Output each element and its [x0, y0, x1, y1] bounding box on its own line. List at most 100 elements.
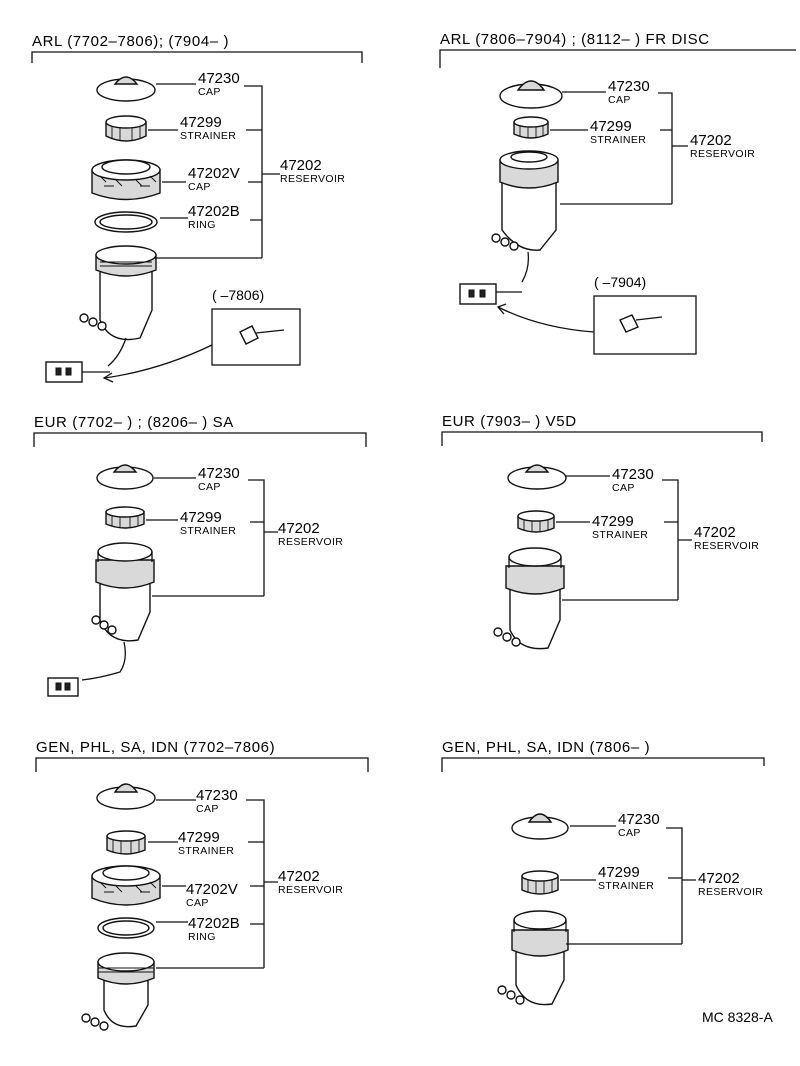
assembly-47202-number: 47202	[698, 870, 740, 887]
assembly-47202-number: 47202	[280, 157, 322, 174]
inset-frame	[211, 308, 301, 366]
ring-47202b-part	[94, 211, 158, 233]
cap-47230-part	[507, 464, 567, 490]
callout-47299-name: STRAINER	[592, 529, 648, 541]
panel-eur-sa: EUR (7702– ) ; (8206– ) SA 47230 CAP	[33, 414, 367, 697]
callout-47299-number: 47299	[592, 513, 634, 530]
assembly-bracket	[560, 92, 688, 205]
callout-47299-name: STRAINER	[180, 525, 236, 537]
panel-bracket	[31, 51, 363, 63]
panel-bracket	[439, 49, 796, 68]
assembly-47202-number: 47202	[278, 868, 320, 885]
assembly-47202-name: RESERVOIR	[278, 884, 343, 896]
callout-leaders	[560, 825, 616, 881]
callout-47230-number: 47230	[196, 787, 238, 804]
panel-arl-early: ARL (7702–7806); (7904– )	[31, 33, 363, 383]
assembly-47202-name: RESERVOIR	[694, 540, 759, 552]
panel-bracket	[35, 757, 369, 772]
cap-47202v-part	[91, 865, 161, 906]
assembly-bracket	[154, 85, 280, 259]
assembly-bracket	[152, 479, 278, 597]
reservoir-body-part	[459, 150, 559, 305]
callout-leaders	[148, 799, 196, 923]
inset-label: ( –7904)	[594, 274, 646, 290]
assembly-bracket	[156, 799, 278, 969]
strainer-47299-part	[106, 830, 146, 855]
callout-47230-name: CAP	[608, 94, 631, 106]
panel-title: ARL (7806–7904) ; (8112– ) FR DISC	[440, 31, 710, 48]
callout-47230-number: 47230	[198, 70, 240, 87]
ring-47202b-part	[97, 917, 155, 939]
inset-switch-detail: ( –7806)	[102, 287, 301, 383]
callout-47202v-name: CAP	[188, 181, 211, 193]
assembly-47202-name: RESERVOIR	[690, 148, 755, 160]
callout-47230-number: 47230	[618, 811, 660, 828]
callout-47202b-name: RING	[188, 219, 216, 231]
assembly-47202-number: 47202	[278, 520, 320, 537]
callout-47299-number: 47299	[598, 864, 640, 881]
callout-47230-name: CAP	[198, 481, 221, 493]
callout-leaders	[146, 477, 196, 521]
assembly-47202-name: RESERVOIR	[698, 886, 763, 898]
callout-47299-name: STRAINER	[590, 134, 646, 146]
strainer-47299-part	[105, 506, 145, 529]
reservoir-body-part	[47, 542, 155, 697]
reservoir-body-part	[493, 547, 565, 650]
panel-title: ARL (7702–7806); (7904– )	[32, 33, 229, 50]
cap-47230-part	[499, 80, 563, 109]
callout-47230-name: CAP	[618, 827, 641, 839]
callout-47230-number: 47230	[612, 466, 654, 483]
callout-47299-number: 47299	[180, 114, 222, 131]
reservoir-body-part	[45, 245, 157, 383]
inset-frame	[593, 295, 697, 355]
panel-bracket	[441, 431, 763, 446]
callout-47230-name: CAP	[198, 86, 221, 98]
strainer-47299-part	[513, 116, 549, 139]
reservoir-body-part	[81, 952, 155, 1031]
assembly-bracket	[562, 479, 692, 601]
assembly-47202-number: 47202	[690, 132, 732, 149]
figure-code: MC 8328-A	[702, 1009, 773, 1025]
callout-47230-name: CAP	[612, 482, 635, 494]
callout-leaders	[550, 91, 606, 131]
panel-bracket	[33, 432, 367, 447]
inset-leader	[104, 344, 213, 379]
strainer-47299-part	[521, 870, 559, 895]
inset-switch-detail: ( –7904)	[496, 274, 697, 355]
assembly-47202-name: RESERVOIR	[280, 173, 345, 185]
callout-47299-number: 47299	[590, 118, 632, 135]
panel-bracket	[441, 757, 765, 772]
callout-47299-number: 47299	[180, 509, 222, 526]
callout-47202v-number: 47202V	[188, 165, 240, 182]
inset-label: ( –7806)	[212, 287, 264, 303]
cap-47230-part	[96, 783, 156, 810]
assembly-47202-number: 47202	[694, 524, 736, 541]
inset-leader	[497, 306, 595, 333]
panel-arl-fr-disc: ARL (7806–7904) ; (8112– ) FR DISC ( –	[439, 31, 796, 355]
assembly-47202-name: RESERVOIR	[278, 536, 343, 548]
callout-47202b-number: 47202B	[188, 915, 240, 932]
panel-gen-late: GEN, PHL, SA, IDN (7806– ) 47230 CAP 472…	[441, 739, 765, 1006]
callout-47230-number: 47230	[608, 78, 650, 95]
cap-47230-part	[511, 813, 569, 840]
panel-title: EUR (7702– ) ; (8206– ) SA	[34, 414, 234, 431]
cap-47202v-part	[91, 159, 161, 201]
reservoir-body-part	[497, 910, 569, 1006]
cap-47230-part	[96, 76, 156, 102]
cap-47230-part	[96, 464, 154, 490]
panel-title: GEN, PHL, SA, IDN (7806– )	[442, 739, 650, 756]
callout-47299-name: STRAINER	[180, 130, 236, 142]
callout-47202b-number: 47202B	[188, 203, 240, 220]
panel-title: EUR (7903– ) V5D	[442, 413, 577, 430]
panel-gen-early: GEN, PHL, SA, IDN (7702–7806)	[35, 739, 369, 1031]
callout-47230-number: 47230	[198, 465, 240, 482]
panel-title: GEN, PHL, SA, IDN (7702–7806)	[36, 739, 275, 756]
callout-47202v-number: 47202V	[186, 881, 238, 898]
callout-leaders	[148, 83, 196, 219]
callout-47202v-name: CAP	[186, 897, 209, 909]
strainer-47299-part	[105, 115, 147, 142]
strainer-47299-part	[517, 510, 555, 533]
callout-47202b-name: RING	[188, 931, 216, 943]
callout-47299-name: STRAINER	[598, 880, 654, 892]
